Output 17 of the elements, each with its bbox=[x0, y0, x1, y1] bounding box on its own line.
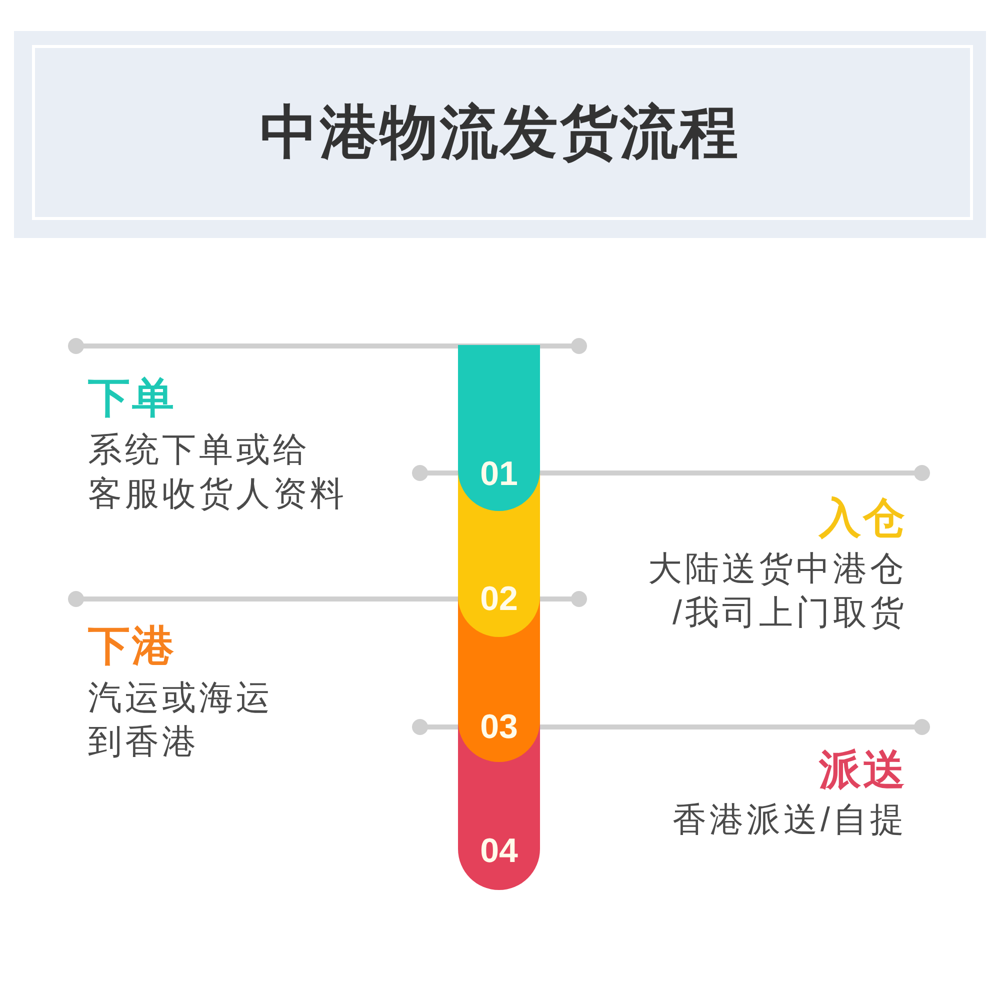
step-description: 系统下单或给客服收货人资料 bbox=[88, 430, 348, 515]
step-description: 香港派送/自提 bbox=[672, 800, 907, 841]
step-title: 下港 bbox=[88, 623, 176, 669]
step-number: 04 bbox=[480, 832, 518, 870]
step-segment bbox=[458, 511, 540, 637]
step-title: 入仓 bbox=[819, 495, 907, 541]
step-number: 03 bbox=[480, 708, 518, 746]
step-number: 01 bbox=[480, 455, 518, 493]
step-segment bbox=[458, 762, 540, 890]
title: 中港物流发货流程 bbox=[260, 99, 740, 167]
step-number: 02 bbox=[480, 580, 518, 618]
step-title: 下单 bbox=[88, 375, 176, 421]
step-segment bbox=[458, 637, 540, 762]
step-description: 大陆送货中港仓/我司上门取货 bbox=[647, 549, 907, 634]
step-segment bbox=[458, 345, 540, 511]
step-description: 汽运或海运到香港 bbox=[88, 678, 274, 763]
step-title: 派送 bbox=[819, 747, 907, 793]
